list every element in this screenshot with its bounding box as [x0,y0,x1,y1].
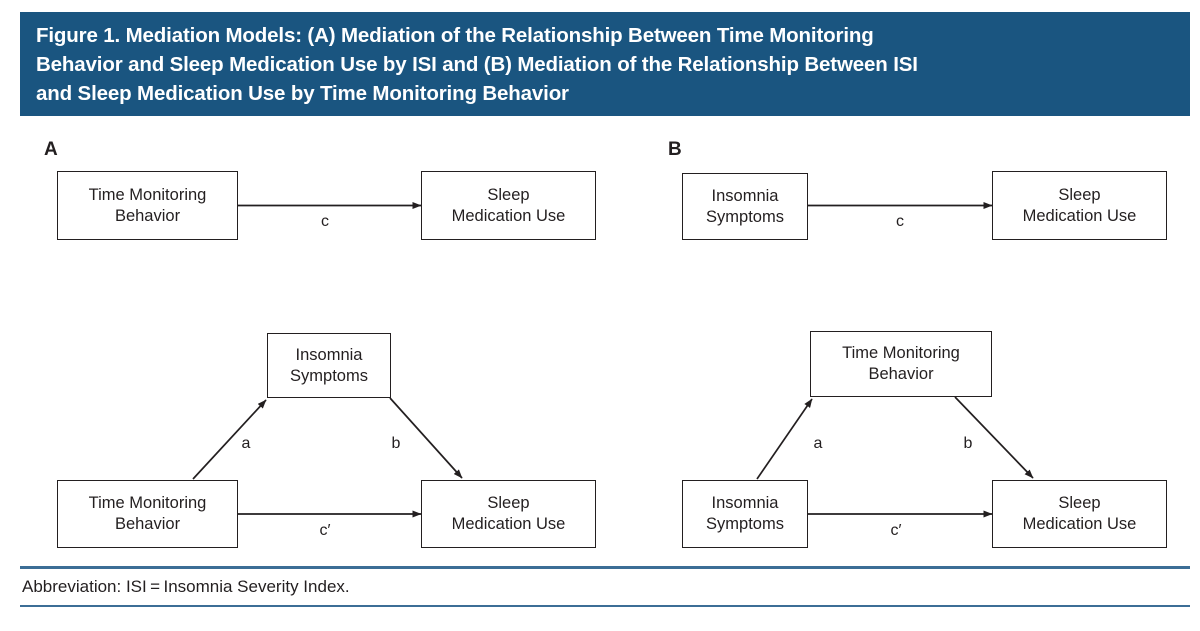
panel-b-total-path-c-label: c [896,213,904,230]
panel-a-path-b-label: b [391,435,401,452]
panel-b-path-a-label: a [813,435,823,452]
panel-a-total-path-c-label: c [321,213,329,230]
panel-a-total-predictor-box: Time Monitoring Behavior [57,171,238,240]
panel-b-path-b-label: b [963,435,973,452]
panel-a-letter: A [44,139,58,160]
footnote-text: Abbreviation: ISI = Insomnia Severity In… [22,576,350,596]
panel-a-predictor-box: Time Monitoring Behavior [57,480,238,548]
panel-b-total-outcome-box: Sleep Medication Use [992,171,1167,240]
footnote-top-rule [20,566,1190,569]
footnote-bottom-rule [20,604,1190,607]
panel-b-path-a-arrow [756,398,813,480]
panel-a-path-a-label: a [241,435,251,452]
figure-title: Figure 1. Mediation Models: (A) Mediatio… [36,24,918,105]
panel-b-mediator-box: Time Monitoring Behavior [810,331,992,397]
panel-b-total-predictor-box: Insomnia Symptoms [682,173,808,240]
figure-title-banner: Figure 1. Mediation Models: (A) Mediatio… [20,12,1190,116]
panel-b-predictor-box: Insomnia Symptoms [682,480,808,548]
panel-b-letter: B [668,139,682,160]
panel-a-mediator-box: Insomnia Symptoms [267,333,391,398]
panel-a-total-outcome-box: Sleep Medication Use [421,171,596,240]
panel-a-path-c-prime-label: c′ [319,522,331,539]
footnote-block: Abbreviation: ISI = Insomnia Severity In… [20,566,1190,607]
panel-a-outcome-box: Sleep Medication Use [421,480,596,548]
panel-b-path-c-prime-label: c′ [890,522,902,539]
panel-b-outcome-box: Sleep Medication Use [992,480,1167,548]
